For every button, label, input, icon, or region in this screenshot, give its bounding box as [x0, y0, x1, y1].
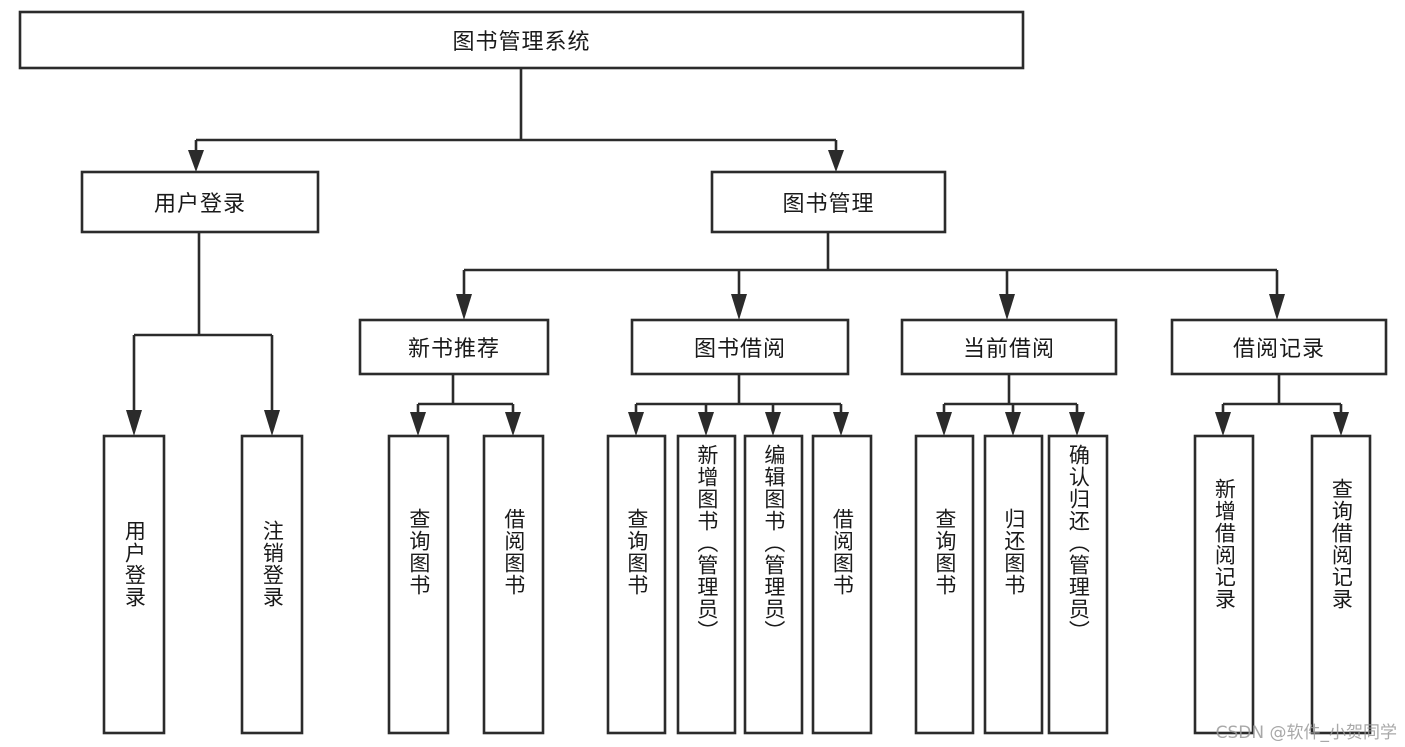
connector-userlogin-to-leaves — [126, 232, 280, 436]
node-leaf-query-record[interactable] — [1310, 434, 1372, 735]
node-borrow-record[interactable] — [1170, 318, 1388, 376]
node-leaf-borrow-book-2[interactable] — [811, 434, 873, 735]
node-leaf-logout[interactable] — [240, 434, 304, 735]
node-leaf-confirm-return[interactable] — [1047, 434, 1109, 735]
connector-currentborrow-to-leaves — [936, 374, 1085, 436]
connector-borrowrecord-to-leaves — [1215, 374, 1349, 436]
node-new-book-recommend[interactable] — [358, 318, 550, 376]
node-book-borrow[interactable] — [630, 318, 850, 376]
connector-root-to-level2 — [188, 68, 844, 172]
node-leaf-add-record[interactable] — [1193, 434, 1255, 735]
node-leaf-add-book[interactable] — [676, 434, 737, 735]
node-leaf-edit-book[interactable] — [743, 434, 804, 735]
node-leaf-user-login[interactable] — [102, 434, 166, 735]
node-leaf-borrow-book-1[interactable] — [482, 434, 545, 735]
node-current-borrow[interactable] — [900, 318, 1118, 376]
node-leaf-query-book-3[interactable] — [914, 434, 975, 735]
connector-newbook-to-leaves — [410, 374, 521, 436]
connector-bookborrow-to-leaves — [628, 374, 849, 436]
node-user-login[interactable] — [80, 170, 320, 234]
connector-bookmanage-to-level3 — [456, 232, 1285, 320]
node-leaf-return-book[interactable] — [983, 434, 1044, 735]
node-leaf-query-book-2[interactable] — [606, 434, 667, 735]
node-root-book-management-system[interactable] — [18, 10, 1025, 70]
node-book-management[interactable] — [710, 170, 947, 234]
node-leaf-query-book-1[interactable] — [387, 434, 450, 735]
